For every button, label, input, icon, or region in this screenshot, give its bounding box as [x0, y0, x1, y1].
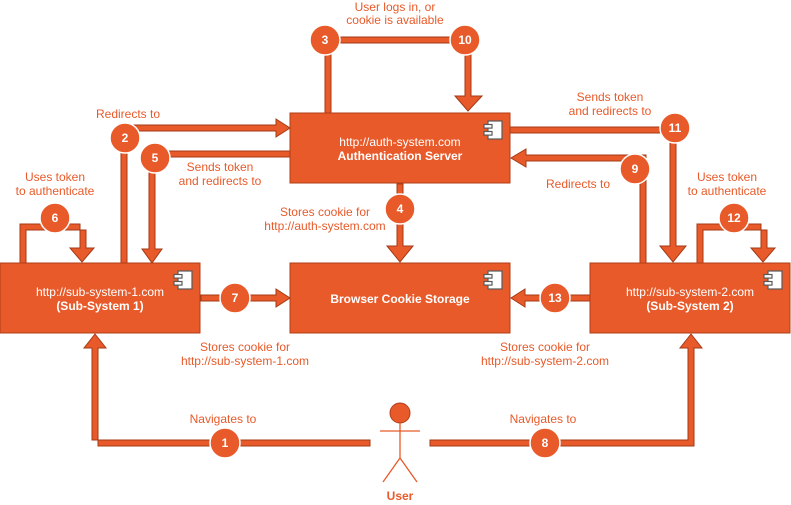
label-stores-auth-line1: Stores cookie for — [280, 205, 370, 219]
sub-system-1-name: (Sub-System 1) — [56, 299, 143, 313]
label-sends-token-left-line1: Sends token — [187, 160, 254, 174]
arrow-auth-to-sub1 — [141, 150, 291, 264]
label-uses-token-left-line2: to authenticate — [16, 184, 95, 198]
svg-text:7: 7 — [232, 291, 239, 305]
sub-system-2-url: http://sub-system-2.com — [626, 285, 754, 299]
label-sends-token-left-line2: and redirects to — [179, 174, 262, 188]
step-badge-4: 4 — [384, 193, 416, 225]
svg-text:2: 2 — [122, 131, 129, 145]
svg-text:11: 11 — [669, 121, 682, 135]
label-redirects-to-right: Redirects to — [546, 177, 610, 191]
arrow-sub1-to-auth — [120, 118, 291, 265]
arrow-sub1-self-loop — [19, 223, 96, 264]
step-badge-2: 2 — [109, 122, 141, 154]
step-badge-3: 3 — [309, 24, 341, 56]
sub-system-2-node[interactable]: http://sub-system-2.com (Sub-System 2) — [589, 262, 791, 334]
step-badge-5: 5 — [139, 142, 171, 174]
auth-server-name: Authentication Server — [338, 149, 463, 163]
sub-system-2-name: (Sub-System 2) — [646, 299, 733, 313]
label-login-line1: User logs in, or — [355, 0, 436, 14]
auth-server-url: http://auth-system.com — [339, 135, 460, 149]
label-login-line2: cookie is available — [346, 13, 444, 27]
svg-text:12: 12 — [727, 211, 741, 225]
cookie-storage-name: Browser Cookie Storage — [330, 292, 470, 306]
step-badge-11: 11 — [659, 112, 691, 144]
label-redirects-to-left: Redirects to — [96, 107, 160, 121]
label-uses-token-right-line2: to authenticate — [688, 184, 767, 198]
label-navigates-left: Navigates to — [190, 412, 257, 426]
svg-text:1: 1 — [222, 436, 229, 450]
svg-text:8: 8 — [542, 436, 549, 450]
label-uses-token-right-line1: Uses token — [697, 170, 757, 184]
arrow-user-to-sub2 — [429, 333, 704, 447]
auth-server-node[interactable]: http://auth-system.com Authentication Se… — [289, 112, 511, 184]
step-badge-1: 1 — [209, 427, 241, 459]
svg-text:9: 9 — [632, 162, 639, 176]
label-sends-token-right-line1: Sends token — [577, 90, 644, 104]
label-navigates-right: Navigates to — [510, 412, 577, 426]
svg-text:6: 6 — [52, 211, 59, 225]
svg-text:3: 3 — [322, 33, 329, 47]
label-stores-auth-line2: http://auth-system.com — [264, 219, 385, 233]
label-uses-token-left-line1: Uses token — [25, 170, 85, 184]
label-stores-sub2-line1: Stores cookie for — [500, 340, 590, 354]
svg-text:10: 10 — [458, 33, 472, 47]
user-label: User — [387, 489, 414, 503]
label-stores-sub2-line2: http://sub-system-2.com — [481, 354, 609, 368]
label-stores-sub1-line2: http://sub-system-1.com — [181, 354, 309, 368]
step-badge-10: 10 — [449, 24, 481, 56]
step-badge-8: 8 — [529, 427, 561, 459]
step-badge-7: 7 — [219, 282, 251, 314]
step-badge-13: 13 — [539, 282, 571, 314]
sub-system-1-url: http://sub-system-1.com — [36, 285, 164, 299]
sub-system-1-node[interactable]: http://sub-system-1.com (Sub-System 1) — [0, 262, 201, 334]
step-badge-9: 9 — [619, 153, 651, 185]
cookie-storage-node[interactable]: Browser Cookie Storage — [289, 262, 511, 334]
step-badge-12: 12 — [718, 202, 750, 234]
label-stores-sub1-line1: Stores cookie for — [200, 340, 290, 354]
label-sends-token-right-line2: and redirects to — [569, 104, 652, 118]
svg-text:4: 4 — [397, 202, 404, 216]
svg-text:13: 13 — [548, 291, 562, 305]
arrow-auth-to-sub2 — [509, 126, 688, 263]
arrow-sub2-self-loop — [696, 223, 777, 264]
step-badge-6: 6 — [39, 202, 71, 234]
user-actor-icon[interactable] — [380, 402, 420, 483]
svg-text:5: 5 — [152, 151, 159, 165]
